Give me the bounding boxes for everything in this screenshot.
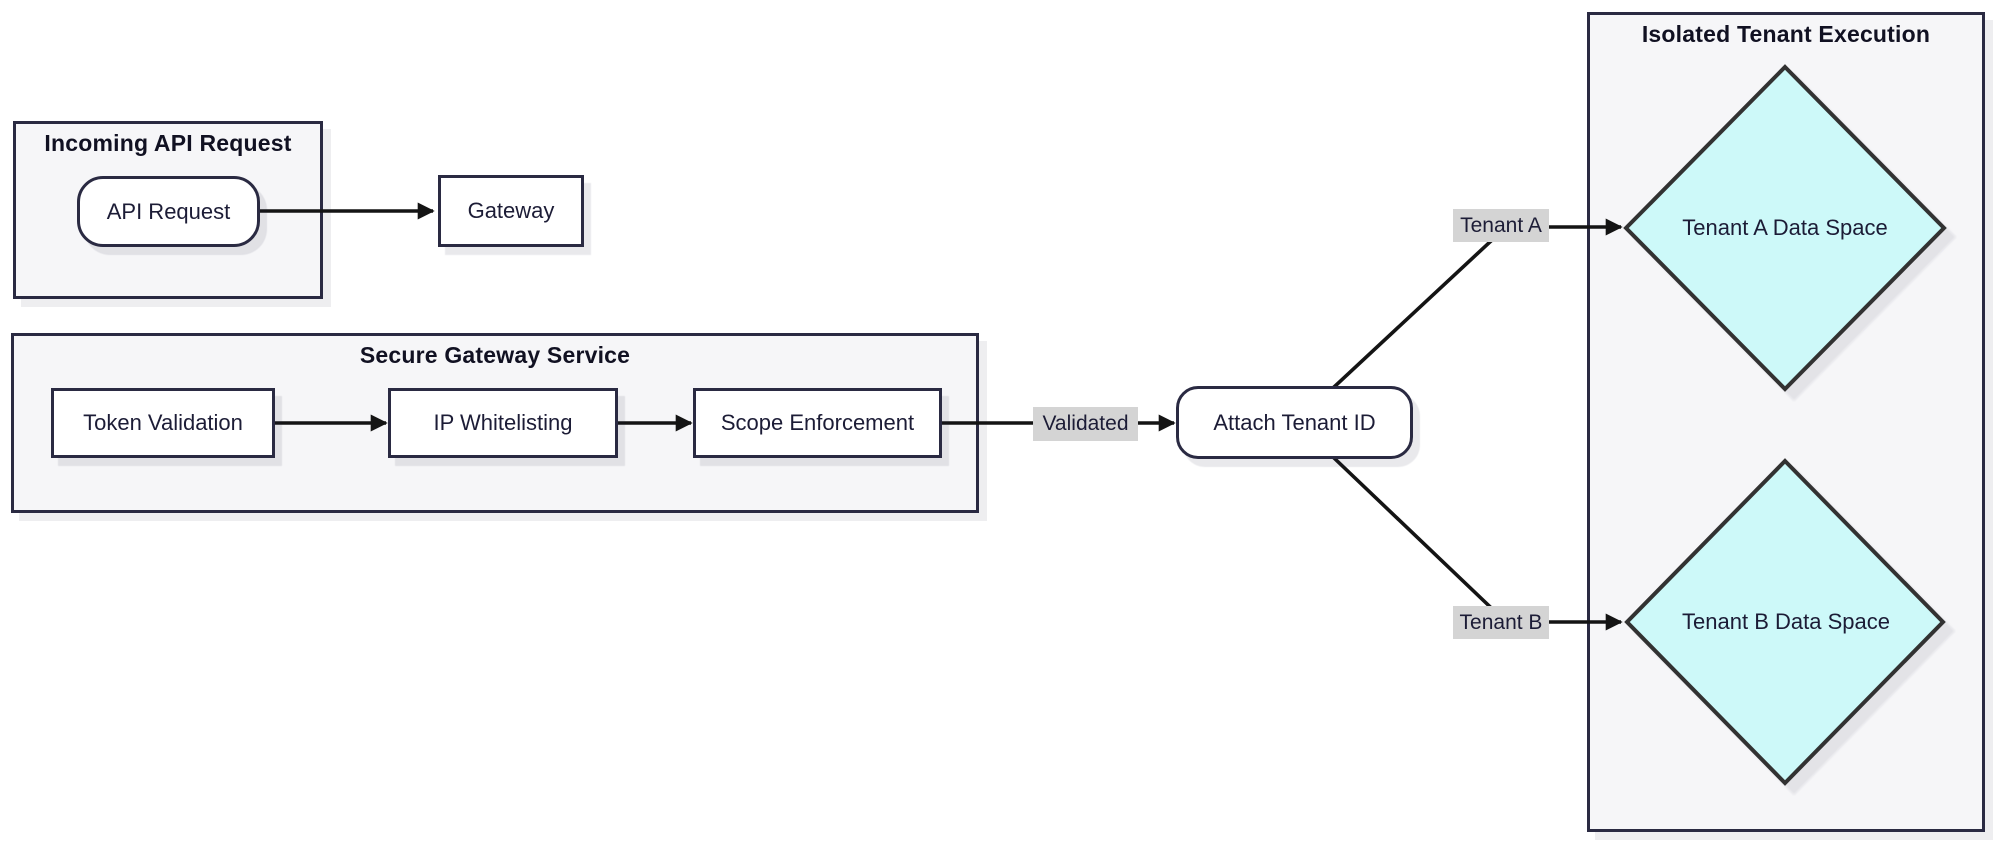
edge-attach-tenant-id-to-tenant-a	[1331, 218, 1623, 390]
node-tenant-b-data-space-diamond	[1624, 458, 1946, 786]
edge-label-tenant-b: Tenant B	[1453, 606, 1549, 639]
edge-label-validated: Validated	[1033, 407, 1138, 441]
node-tenant-b-data-space-label: Tenant B Data Space	[1682, 609, 1890, 634]
edge-attach-tenant-id-to-tenant-b	[1331, 455, 1623, 631]
node-tenant-a-data-space-label: Tenant A Data Space	[1682, 215, 1888, 240]
node-api-request: API Request	[77, 176, 260, 247]
node-tenant-a-data-space-diamond	[1623, 64, 1947, 392]
subgraph-title-isolated-tenant-execution: Isolated Tenant Execution	[1641, 21, 1931, 47]
node-attach-tenant-id-label: Attach Tenant ID	[1213, 409, 1376, 435]
node-scope-enforcement-label: Scope Enforcement	[720, 410, 915, 435]
node-attach-tenant-id: Attach Tenant ID	[1176, 386, 1413, 459]
node-token-validation: Token Validation	[51, 388, 275, 458]
edge-label-tenant-a: Tenant A	[1453, 209, 1549, 242]
node-api-request-label: API Request	[106, 198, 231, 224]
node-gateway-label: Gateway	[467, 198, 555, 223]
node-token-validation-label: Token Validation	[83, 410, 243, 435]
subgraph-title-incoming-api-request: Incoming API Request	[44, 130, 292, 156]
node-ip-whitelisting: IP Whitelisting	[388, 388, 618, 458]
subgraph-title-secure-gateway-service: Secure Gateway Service	[359, 342, 631, 368]
node-ip-whitelisting-label: IP Whitelisting	[433, 410, 573, 435]
node-scope-enforcement: Scope Enforcement	[693, 388, 942, 458]
node-gateway: Gateway	[438, 175, 584, 247]
